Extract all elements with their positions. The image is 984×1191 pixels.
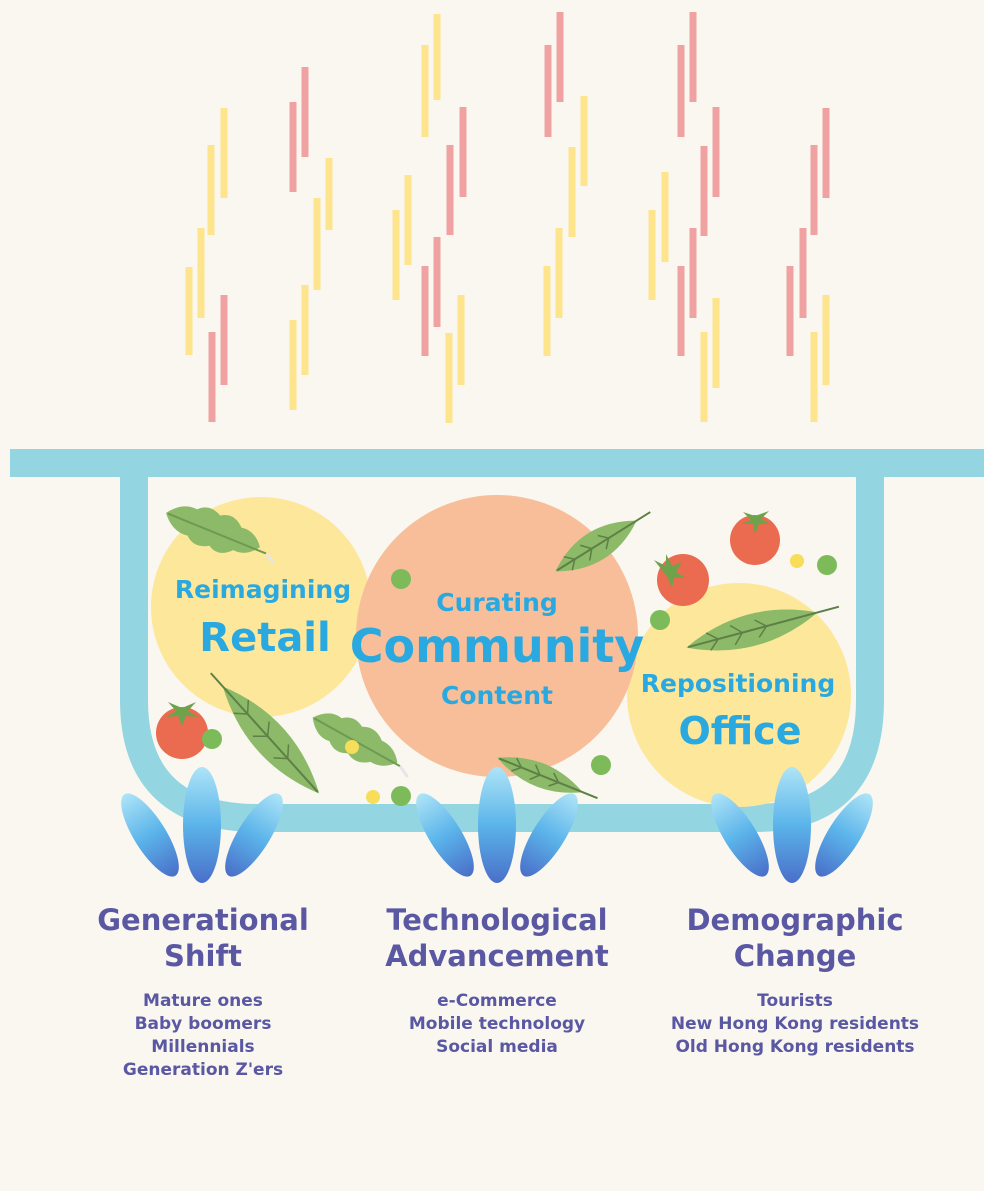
steam-line bbox=[433, 14, 441, 100]
steam-line bbox=[700, 146, 708, 236]
office-circle-group: Repositioning Office bbox=[627, 583, 851, 807]
driver-title: Demographic Change bbox=[645, 902, 945, 974]
driver-title-line1: Generational bbox=[97, 903, 309, 937]
steam-line bbox=[712, 107, 720, 197]
steam-line bbox=[220, 295, 228, 385]
driver-item: Generation Z'ers bbox=[122, 1060, 284, 1080]
steam-line bbox=[421, 266, 429, 356]
steam-line bbox=[301, 285, 309, 375]
steam-line bbox=[810, 332, 818, 422]
driver-item: Baby boomers bbox=[134, 1014, 272, 1034]
driver-item: Mobile technology bbox=[408, 1014, 586, 1034]
community-bottom-label: Content bbox=[441, 681, 553, 710]
garnish bbox=[156, 506, 840, 806]
steam-line bbox=[810, 145, 818, 235]
steam-line bbox=[712, 298, 720, 388]
community-big-label: Community bbox=[350, 619, 644, 673]
leaf-icon bbox=[497, 757, 598, 800]
driver-item: Old Hong Kong residents bbox=[675, 1037, 915, 1057]
driver-title-line2: Advancement bbox=[385, 939, 609, 973]
steam-line bbox=[555, 228, 563, 318]
driver-item: Tourists bbox=[757, 991, 833, 1011]
steam-line bbox=[459, 107, 467, 197]
steam-line bbox=[700, 332, 708, 422]
steam-line bbox=[289, 320, 297, 410]
steam-line bbox=[689, 228, 697, 318]
steam-line bbox=[446, 145, 454, 235]
steam-line bbox=[822, 108, 830, 198]
driver-item: Social media bbox=[436, 1037, 558, 1057]
steam-line bbox=[289, 102, 297, 192]
steam-line bbox=[208, 332, 216, 422]
driver-items: Tourists New Hong Kong residents Old Hon… bbox=[645, 990, 945, 1059]
driver-item: e-Commerce bbox=[437, 991, 557, 1011]
leaf-icon bbox=[686, 605, 840, 651]
steam-line bbox=[677, 266, 685, 356]
steam-line bbox=[404, 175, 412, 265]
driver-technological-advancement: Technological Advancement e-Commerce Mob… bbox=[347, 902, 647, 1059]
steam-line bbox=[185, 267, 193, 355]
seed-icon bbox=[345, 554, 804, 804]
steam-line bbox=[421, 45, 429, 137]
retail-big-label: Retail bbox=[199, 615, 330, 661]
steam-line bbox=[677, 45, 685, 137]
driver-items: Mature ones Baby boomers Millennials Gen… bbox=[53, 990, 353, 1082]
driver-title: Generational Shift bbox=[53, 902, 353, 974]
steam-line bbox=[197, 228, 205, 318]
steam-line bbox=[313, 198, 321, 290]
steam-line bbox=[568, 147, 576, 237]
steam-line bbox=[301, 67, 309, 157]
driver-item: New Hong Kong residents bbox=[670, 1014, 920, 1034]
driver-title-line2: Shift bbox=[164, 939, 242, 973]
burner-flames bbox=[121, 767, 873, 883]
steam-line bbox=[433, 237, 441, 327]
tomato-icon bbox=[730, 511, 780, 565]
steam-line bbox=[661, 172, 669, 262]
retail-small-label: Reimagining bbox=[175, 575, 351, 604]
driver-generational-shift: Generational Shift Mature ones Baby boom… bbox=[53, 902, 353, 1082]
herb-leaf-icon bbox=[166, 506, 275, 564]
driver-item: Millennials bbox=[151, 1037, 255, 1057]
driver-item: Mature ones bbox=[143, 991, 263, 1011]
driver-title-line1: Technological bbox=[386, 903, 608, 937]
driver-title-line1: Demographic bbox=[686, 903, 904, 937]
steam-line bbox=[325, 158, 333, 230]
flame-icon bbox=[416, 767, 578, 883]
flame-icon bbox=[121, 767, 283, 883]
office-small-label: Repositioning bbox=[641, 669, 835, 698]
driver-demographic-change: Demographic Change Tourists New Hong Kon… bbox=[645, 902, 945, 1059]
steam-lines bbox=[185, 12, 830, 423]
leaf-icon bbox=[210, 672, 320, 794]
tomato-icon bbox=[654, 554, 709, 606]
flame-icon bbox=[711, 767, 873, 883]
office-circle bbox=[627, 583, 851, 807]
tomato-icon bbox=[156, 702, 208, 759]
pea-icon bbox=[202, 555, 837, 806]
steam-line bbox=[544, 45, 552, 137]
steam-line bbox=[543, 266, 551, 356]
community-top-label: Curating bbox=[436, 588, 558, 617]
retail-circle-group: Reimagining Retail bbox=[151, 497, 371, 717]
pot-rim bbox=[10, 449, 984, 477]
steam-line bbox=[648, 210, 656, 300]
driver-title-line2: Change bbox=[733, 939, 857, 973]
steam-line bbox=[556, 12, 564, 102]
steam-line bbox=[392, 210, 400, 300]
steam-line bbox=[689, 12, 697, 102]
steam-line bbox=[220, 108, 228, 198]
steam-line bbox=[457, 295, 465, 385]
retail-circle bbox=[151, 497, 371, 717]
steam-line bbox=[207, 145, 215, 235]
leaf-icon bbox=[555, 511, 651, 572]
steam-line bbox=[580, 96, 588, 186]
steam-line bbox=[786, 266, 794, 356]
steam-line bbox=[445, 333, 453, 423]
driver-items: e-Commerce Mobile technology Social medi… bbox=[347, 990, 647, 1059]
steam-line bbox=[799, 228, 807, 318]
steam-line bbox=[822, 295, 830, 385]
office-big-label: Office bbox=[679, 709, 802, 753]
driver-title: Technological Advancement bbox=[347, 902, 647, 974]
